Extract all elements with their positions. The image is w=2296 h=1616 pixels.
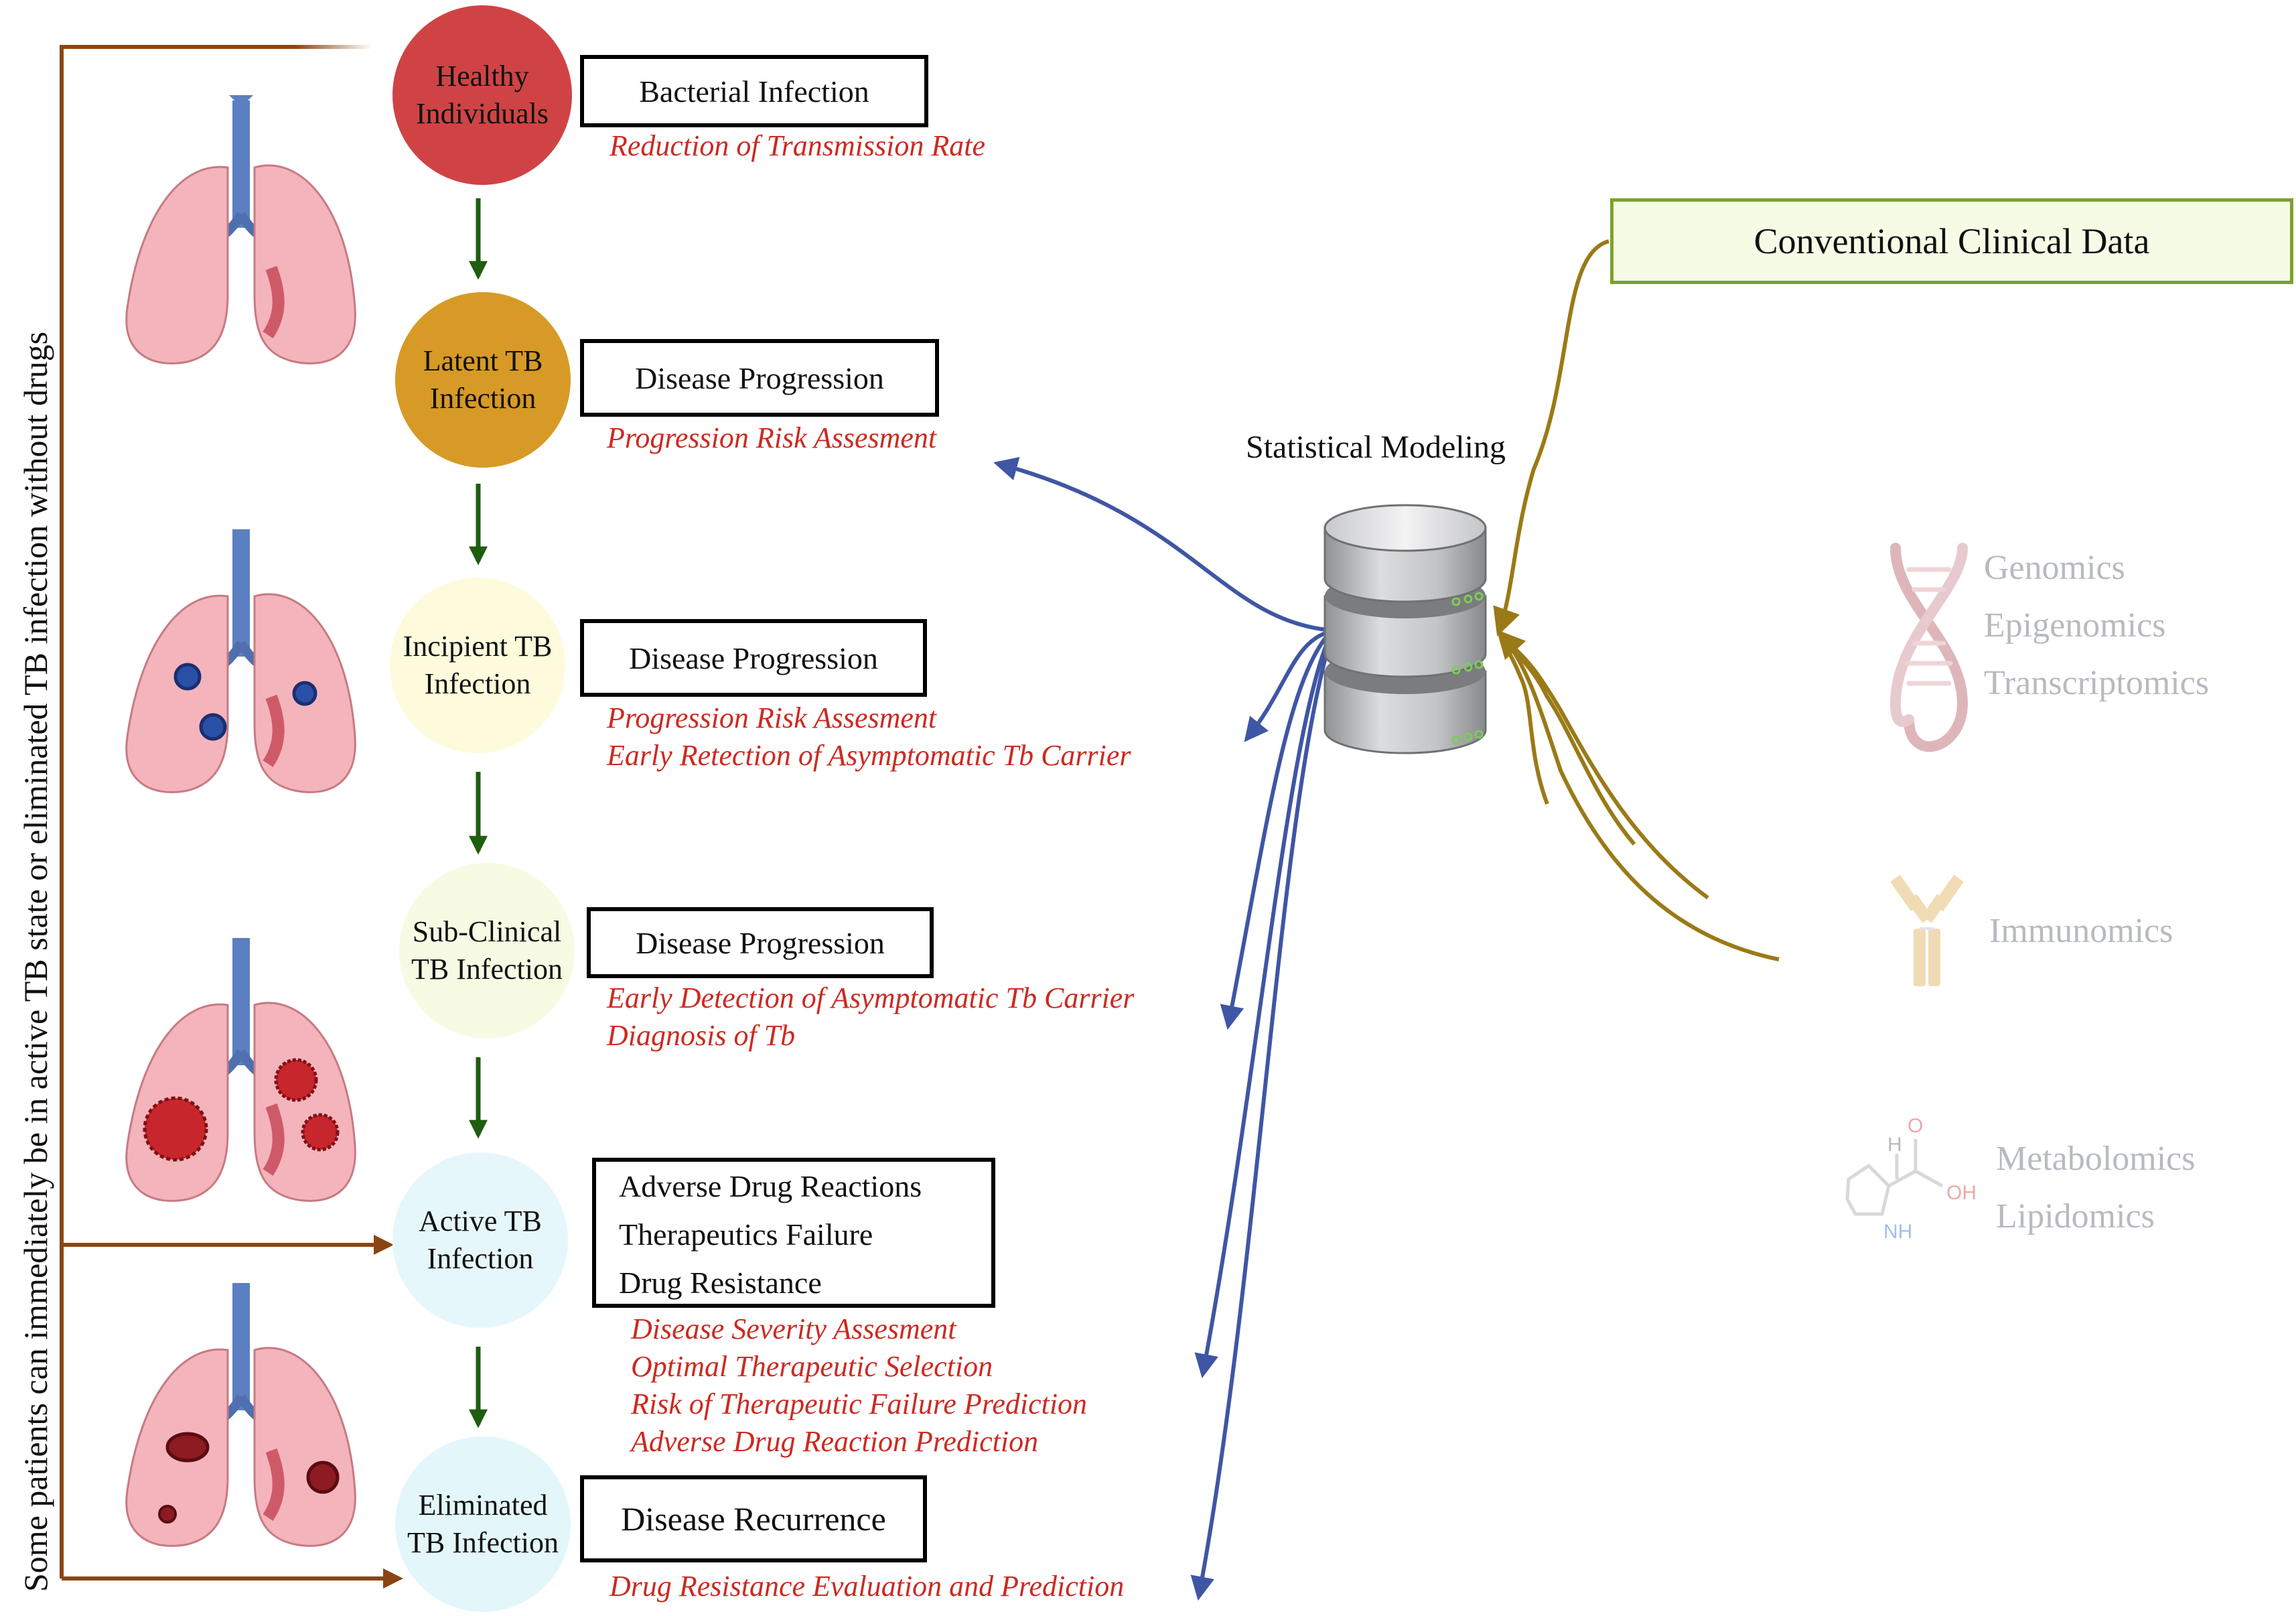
stage-active-label: Active TB Infection — [419, 1205, 542, 1275]
application-item: Diagnosis of Tb — [607, 1019, 796, 1052]
application-item: Adverse Drug Reaction Prediction — [631, 1425, 1039, 1458]
stage-healthy: Healthy Individuals — [392, 5, 572, 185]
data-arrow-omics-3 — [1502, 640, 1636, 846]
omics-metabolomics: Metabolomics — [1996, 1140, 2196, 1178]
stage-latent: Latent TB Infection — [395, 292, 571, 468]
side-bracket-line — [60, 45, 372, 1578]
data-arrow-omics-2 — [1500, 636, 1709, 900]
lungs-incipient-icon — [125, 529, 356, 793]
application-item: Early Detection of Asymptomatic Tb Carri… — [607, 982, 1135, 1014]
lungs-healthy-icon — [125, 95, 356, 364]
stage-incipient: Incipient TB Infection — [390, 578, 565, 753]
omics-immunomics: Immunomics — [1989, 912, 2173, 950]
proline-molecule-icon — [1845, 1139, 1944, 1216]
outcome-box-eliminated: Disease Recurrence — [580, 1475, 927, 1562]
data-arrow-omics-4 — [1502, 643, 1549, 805]
stage-active: Active TB Infection — [392, 1152, 568, 1328]
outcome-box-active: Adverse Drug Reactions Therapeutics Fail… — [592, 1158, 995, 1308]
omics-epigenomics: Epigenomics — [1984, 606, 2166, 645]
outcome-text: Adverse Drug Reactions — [619, 1169, 922, 1203]
applications-healthy: Reduction of Transmission Rate — [609, 127, 985, 165]
application-item: Reduction of Transmission Rate — [609, 129, 985, 162]
proline-atoms: H O OH NH — [1883, 1115, 1977, 1243]
clinical-data-label: Conventional Clinical Data — [1753, 221, 2150, 261]
model-arrow-active — [1194, 634, 1332, 1379]
stage-healthy-label: Healthy Individuals — [416, 60, 549, 130]
stage-subclinical: Sub-Clinical TB Infection — [399, 863, 575, 1038]
clinical-data-box: Conventional Clinical Data — [1610, 198, 2293, 284]
application-item: Disease Severity Assesment — [631, 1312, 956, 1345]
atom-oh: OH — [1946, 1182, 1977, 1204]
application-item: Progression Risk Assesment — [607, 421, 937, 454]
applications-incipient: Progression Risk Assesment Early Retecti… — [607, 699, 1131, 775]
application-item: Drug Resistance Evaluation and Predictio… — [609, 1570, 1125, 1603]
applications-latent: Progression Risk Assesment — [607, 419, 936, 457]
outcome-box-subclinical: Disease Progression — [587, 907, 934, 978]
stage-latent-label: Latent TB Infection — [423, 344, 543, 415]
outcome-text: Drug Resistance — [619, 1266, 822, 1300]
application-item: Optimal Therapeutic Selection — [631, 1350, 993, 1383]
applications-eliminated: Drug Resistance Evaluation and Predictio… — [609, 1568, 1124, 1605]
lungs-subclinical-icon — [125, 938, 356, 1202]
application-item: Risk of Therapeutic Failure Prediction — [631, 1388, 1088, 1420]
application-item: Progression Risk Assesment — [607, 701, 937, 734]
atom-h: H — [1887, 1134, 1902, 1156]
outcome-text: Disease Progression — [636, 925, 885, 960]
omics-lipidomics: Lipidomics — [1996, 1197, 2155, 1235]
database-icon — [1323, 504, 1487, 754]
omics-genomics: Genomics — [1984, 549, 2125, 587]
lungs-eliminated-icon — [125, 1283, 356, 1547]
model-arrow-eliminated — [1190, 636, 1334, 1601]
application-item: Early Retection of Asymptomatic Tb Carri… — [607, 739, 1131, 772]
data-arrow-omics-1 — [1496, 629, 1780, 961]
model-arrow-latent — [993, 457, 1327, 632]
outcome-text: Bacterial Infection — [639, 74, 869, 109]
stage-incipient-label: Incipient TB Infection — [403, 630, 553, 700]
side-note: Some patients can immediately be in acti… — [17, 331, 54, 1592]
outcome-box-latent: Disease Progression — [580, 339, 939, 417]
omics-transcriptomics: Transcriptomics — [1984, 664, 2210, 702]
stage-eliminated-label: Eliminated TB Infection — [407, 1489, 559, 1559]
outcome-text: Therapeutics Failure — [619, 1217, 873, 1252]
stage-subclinical-label: Sub-Clinical TB Infection — [411, 915, 563, 986]
outcome-box-incipient: Disease Progression — [580, 619, 927, 697]
stage-eliminated: Eliminated TB Infection — [395, 1436, 571, 1612]
atom-o: O — [1908, 1115, 1923, 1137]
outcome-box-healthy: Bacterial Infection — [580, 55, 928, 127]
outcome-text: Disease Recurrence — [621, 1500, 886, 1538]
antibody-icon — [1890, 874, 1964, 986]
statistical-modeling-label: Statistical Modeling — [1246, 429, 1506, 465]
dna-helix-icon — [1889, 543, 1968, 752]
outcome-text: Disease Progression — [629, 641, 878, 675]
applications-subclinical: Early Detection of Asymptomatic Tb Carri… — [607, 980, 1134, 1055]
model-arrow-subclinical — [1220, 632, 1331, 1030]
model-arrow-incipient — [1244, 630, 1328, 742]
applications-active: Disease Severity Assesment Optimal Thera… — [631, 1310, 1087, 1461]
data-arrow-clinical — [1493, 239, 1609, 636]
atom-nh: NH — [1883, 1221, 1912, 1243]
outcome-text: Disease Progression — [635, 360, 884, 395]
